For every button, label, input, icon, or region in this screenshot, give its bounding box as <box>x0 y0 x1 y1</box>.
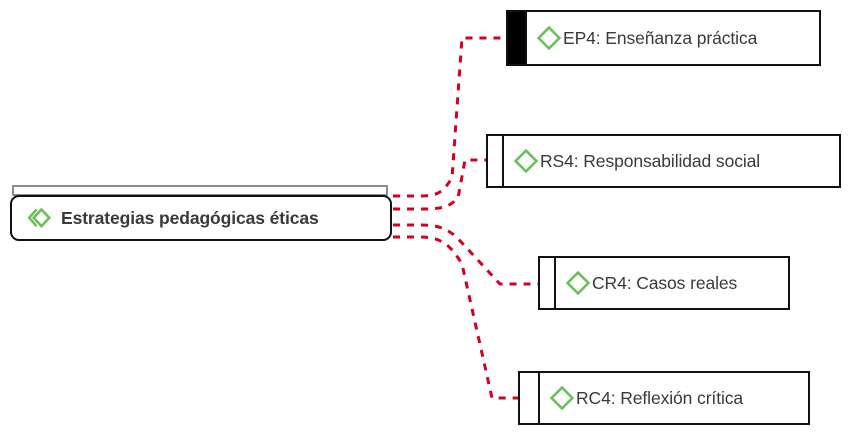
root-node-label: Estrategias pedagógicas éticas <box>61 207 319 228</box>
diamond-icon <box>536 25 562 51</box>
child-node-ep4-content[interactable]: EP4: Enseñanza práctica <box>527 12 819 64</box>
child-node-ep4[interactable]: EP4: Enseñanza práctica <box>506 10 821 66</box>
child-node-rc4-selection-marker[interactable] <box>520 373 540 423</box>
child-node-rs4-selection-marker[interactable] <box>488 136 504 186</box>
connector-to-cr4 <box>393 223 538 286</box>
root-node[interactable]: Estrategias pedagógicas éticas <box>10 185 392 241</box>
connector-to-rc4 <box>393 235 518 400</box>
child-node-rs4-label: RS4: Responsabilidad social <box>540 150 761 171</box>
child-node-rc4-label: RC4: Reflexión crítica <box>576 387 744 408</box>
child-node-rc4-content[interactable]: RC4: Reflexión crítica <box>540 373 808 423</box>
child-node-cr4-label: CR4: Casos reales <box>592 272 738 293</box>
child-node-cr4-selection-marker[interactable] <box>540 258 556 308</box>
double-diamond-icon <box>26 206 52 230</box>
child-node-rs4-content[interactable]: RS4: Responsabilidad social <box>504 136 839 186</box>
root-node-body[interactable]: Estrategias pedagógicas éticas <box>10 195 392 241</box>
child-node-cr4-content[interactable]: CR4: Casos reales <box>556 258 788 308</box>
child-node-ep4-label: EP4: Enseñanza práctica <box>563 27 758 48</box>
child-node-ep4-selection-marker[interactable] <box>508 12 527 64</box>
diamond-icon <box>549 385 575 411</box>
child-node-cr4[interactable]: CR4: Casos reales <box>538 256 790 310</box>
connector-to-rs4 <box>393 158 486 211</box>
diamond-icon <box>513 148 539 174</box>
child-node-rc4[interactable]: RC4: Reflexión crítica <box>518 371 810 425</box>
diamond-icon <box>565 270 591 296</box>
child-node-rs4[interactable]: RS4: Responsabilidad social <box>486 134 841 188</box>
